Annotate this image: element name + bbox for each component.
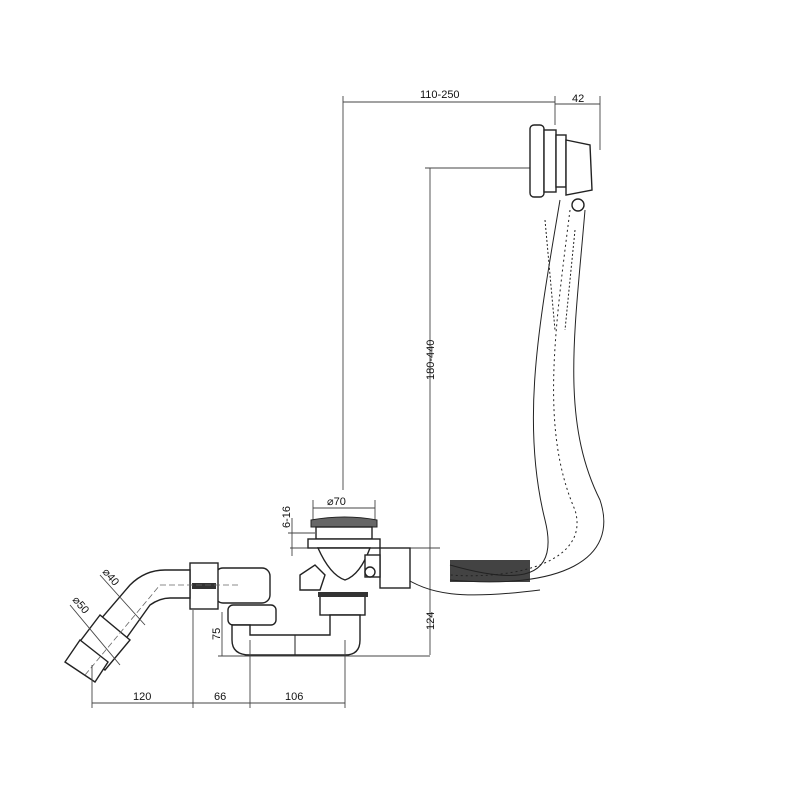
label-tub-thickness: 6-16 [281, 506, 293, 528]
dim-overflow-reach: 110-250 [342, 89, 556, 490]
label-drain-diameter: ⌀70 [327, 496, 346, 508]
label-total-height: 124 [425, 612, 437, 630]
dim-overflow-depth: 42 [555, 93, 601, 150]
label-outlet-length: 120 [133, 691, 151, 703]
label-overflow-reach: 110-250 [420, 89, 460, 101]
label-overflow-height: 180-440 [425, 340, 437, 380]
overflow-hose [399, 199, 605, 596]
label-overflow-depth: 42 [572, 93, 584, 105]
dim-trap-height: 75 [211, 612, 430, 657]
outlet-elbow [64, 569, 240, 683]
overflow-head [529, 124, 593, 212]
label-elbow-offset: 66 [214, 691, 226, 703]
label-trap-spacing: 106 [285, 691, 303, 703]
dim-tub-thickness: 6-16 [281, 506, 315, 556]
label-pipe-diameter-50: ⌀50 [70, 594, 91, 616]
dim-bottom: 120 66 106 [91, 610, 346, 708]
label-pipe-diameter-40: ⌀40 [100, 566, 121, 588]
trap [189, 562, 361, 656]
label-trap-height: 75 [211, 628, 223, 640]
drain-plug: ⌀70 [299, 496, 411, 616]
